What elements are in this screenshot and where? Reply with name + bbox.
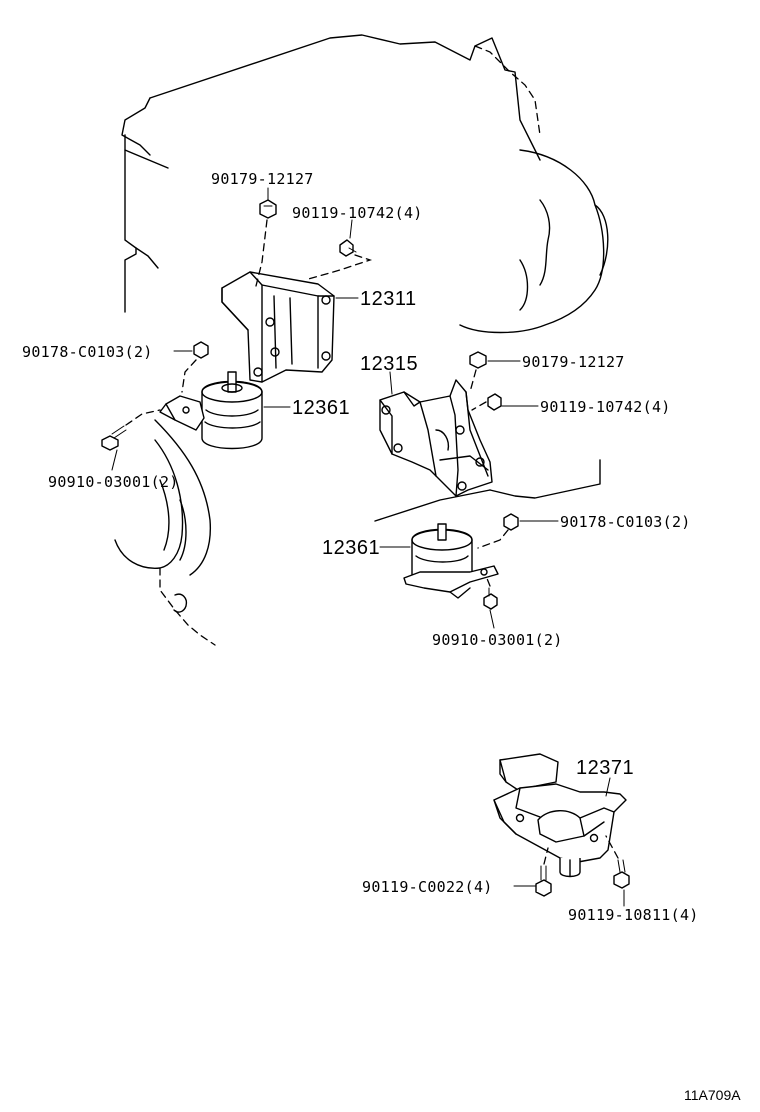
bolt-rear-left <box>535 865 552 897</box>
leader-dash-nut-left-mid <box>181 359 197 393</box>
leader-dash-bolt-upper-left <box>304 254 373 281</box>
label-rear-mount: 12371 <box>576 757 635 779</box>
leader-lines <box>111 187 625 907</box>
label-nut-right-upper: 90179-12127 <box>522 353 625 371</box>
bracket-right-12315 <box>379 379 493 497</box>
bolt-upper-left <box>339 239 357 257</box>
leader-dash-nut-right-mid <box>477 529 509 549</box>
nut-left-mid <box>193 341 209 359</box>
leader-dash-nut-upper-left <box>255 219 268 287</box>
label-bolt-upper-left: 90119-10742(4) <box>292 204 423 222</box>
bolt-rear-right <box>613 859 630 889</box>
nut-upper-left <box>259 199 277 219</box>
bracket-left-12311 <box>221 271 335 383</box>
illustration-code: 11A709A <box>684 1087 741 1103</box>
label-nut-left-mid: 90178-C0103(2) <box>22 343 153 361</box>
label-nut-right-mid: 90178-C0103(2) <box>560 513 691 531</box>
transmission-outline <box>114 419 216 646</box>
leader-dash-nut-right-upper <box>469 369 477 393</box>
bolt-right-lower <box>483 587 498 610</box>
label-insulator-left: 12361 <box>292 397 351 419</box>
bolt-left-lower <box>101 425 127 451</box>
label-bolt-right-lower: 90910-03001(2) <box>432 631 563 649</box>
nut-right-mid <box>503 513 519 531</box>
label-bolt-rear-left: 90119-C0022(4) <box>362 878 493 896</box>
label-bolt-right-upper: 90119-10742(4) <box>540 398 671 416</box>
label-insulator-right: 12361 <box>322 537 381 559</box>
leader-dash-bolt-right-lower <box>485 575 491 587</box>
leader-dash-bolt-rear-right <box>605 835 619 859</box>
leader-dash-bolt-left-lower <box>125 409 161 426</box>
bolt-right-upper <box>487 393 502 411</box>
label-bracket-right: 12315 <box>360 353 419 375</box>
leader-dash-bolt-rear-left <box>543 847 549 865</box>
engine-block-outline <box>121 34 609 522</box>
insulator-right-12361 <box>403 523 499 599</box>
label-nut-upper-left: 90179-12127 <box>211 170 314 188</box>
nut-right-upper <box>469 351 487 369</box>
leader-dash-bolt-right-upper <box>471 401 487 411</box>
rear-mount-12371 <box>493 753 627 878</box>
label-bracket-left: 12311 <box>360 288 417 310</box>
insulator-left-12361 <box>159 371 263 450</box>
label-bolt-rear-right: 90119-10811(4) <box>568 906 699 924</box>
label-bolt-left-lower: 90910-03001(2) <box>48 473 179 491</box>
